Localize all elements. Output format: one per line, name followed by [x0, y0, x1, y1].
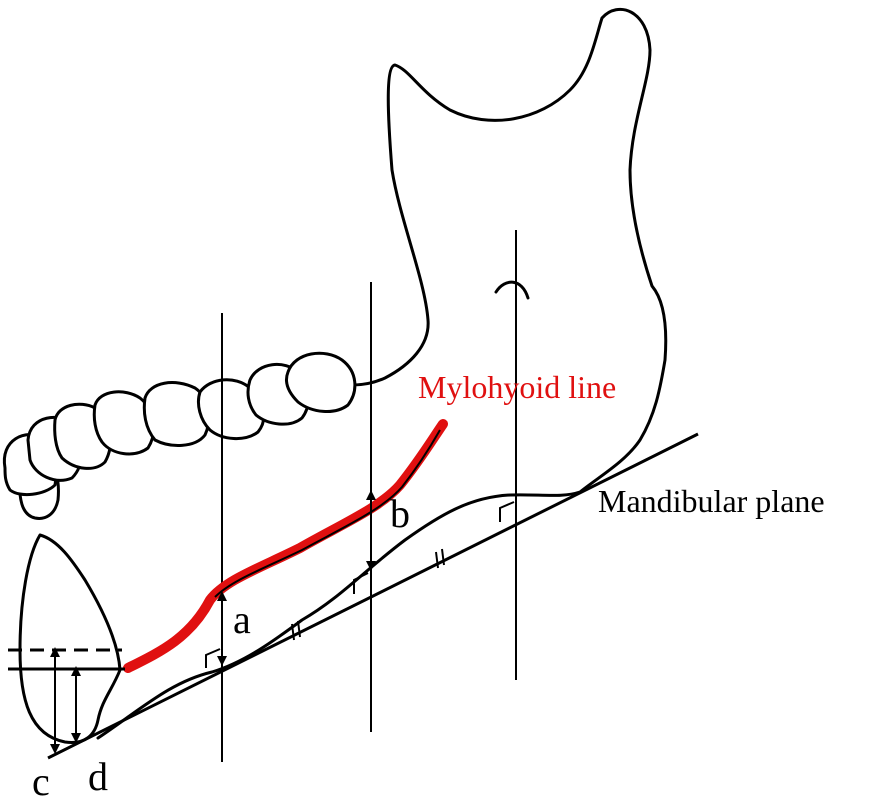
- mylohyoid-inner-line: [214, 429, 441, 598]
- right-angle-mark: [205, 648, 221, 668]
- tooth: [92, 390, 156, 456]
- right-angle-mark: [353, 572, 369, 594]
- dentition: [2, 351, 357, 520]
- label-a: a: [233, 597, 251, 642]
- mandibular-foramen-mark: [494, 280, 530, 300]
- mandibular-plane-line: [47, 432, 699, 760]
- mylohyoid-line-label: Mylohyoid line: [418, 369, 616, 405]
- mandible-outline: [96, 7, 668, 740]
- label-d: d: [88, 754, 108, 799]
- mandibular-plane-label: Mandibular plane: [598, 483, 825, 519]
- mylohyoid-line: [123, 419, 448, 673]
- label-c: c: [32, 759, 50, 800]
- equal-tick-marks: [291, 548, 445, 641]
- tooth: [284, 351, 357, 413]
- symphysis-outline: [18, 533, 122, 745]
- tooth: [142, 381, 211, 447]
- label-b: b: [390, 491, 410, 536]
- right-angle-mark: [499, 501, 515, 522]
